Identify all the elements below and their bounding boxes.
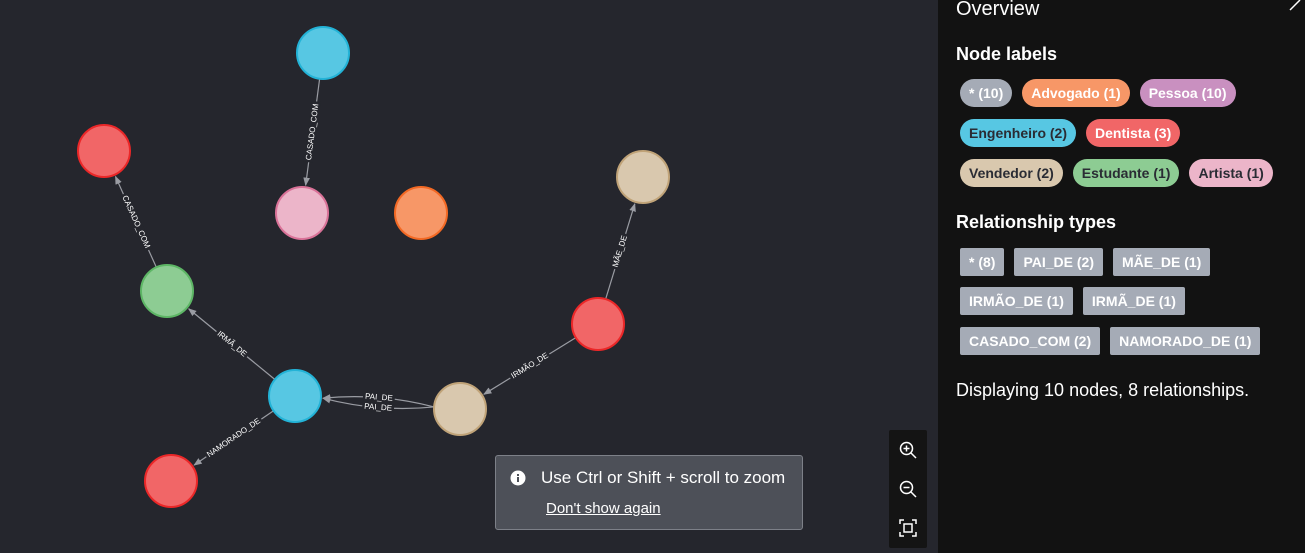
relationship-label: IRMÃO_DE <box>509 351 549 381</box>
node-labels-row-1: * (10) Advogado (1) Pessoa (10) <box>960 79 1236 107</box>
relationship-type-chip[interactable]: CASADO_COM (2) <box>960 327 1101 355</box>
relationship-label: NAMORADO_DE <box>205 416 262 459</box>
relationship-label: CASADO_COM <box>304 103 320 161</box>
relationship-label: CASADO_COM <box>120 194 152 250</box>
relationship[interactable]: PAI_DE <box>322 396 435 413</box>
relationship[interactable]: IRMÃ_DE <box>187 308 276 380</box>
node-label-chip[interactable]: Vendedor (2) <box>960 159 1063 187</box>
rel-types-row-3: CASADO_COM (2) NAMORADO_DE (1) <box>960 327 1261 355</box>
relationship-type-chip[interactable]: * (8) <box>960 248 1005 276</box>
zoom-in-icon[interactable] <box>898 440 918 460</box>
toast-message: Use Ctrl or Shift + scroll to zoom <box>541 468 786 487</box>
node-label-chip[interactable]: * (10) <box>960 79 1013 107</box>
relationship-label: PAI_DE <box>364 402 392 413</box>
relationship[interactable]: MÃE_DE <box>605 202 636 300</box>
relationship[interactable]: IRMÃO_DE <box>483 337 577 395</box>
node-label-chip[interactable]: Dentista (3) <box>1086 119 1181 147</box>
graph-node[interactable] <box>394 186 448 240</box>
node-label-chip[interactable]: Estudante (1) <box>1072 159 1180 187</box>
overview-sidebar: Overview Node labels * (10) Advogado (1)… <box>938 0 1305 553</box>
rel-types-row-1: * (8) PAI_DE (2) MÃE_DE (1) <box>960 248 1211 276</box>
relationship-label: IRMÃ_DE <box>215 329 248 359</box>
graph-node[interactable] <box>616 150 670 204</box>
relationship-type-chip[interactable]: IRMÃ_DE (1) <box>1082 287 1185 315</box>
relationship-label-background <box>361 401 395 413</box>
relationship-type-chip[interactable]: MÃE_DE (1) <box>1113 248 1211 276</box>
graph-node[interactable] <box>144 454 198 508</box>
node-label-chip[interactable]: Engenheiro (2) <box>960 119 1077 147</box>
relationship[interactable]: PAI_DE <box>322 391 435 408</box>
zoom-out-icon[interactable] <box>898 479 918 499</box>
relationship-label: MÃE_DE <box>611 234 629 268</box>
dont-show-again-link[interactable]: Don't show again <box>546 500 661 517</box>
relationship-label-background <box>610 232 630 271</box>
relationship-types-title: Relationship types <box>956 212 1117 232</box>
graph-summary: Displaying 10 nodes, 8 relationships. <box>956 380 1250 400</box>
graph-node[interactable] <box>296 26 350 80</box>
relationship-type-chip[interactable]: PAI_DE (2) <box>1014 248 1103 276</box>
overview-title: Overview <box>956 0 1040 20</box>
rel-types-row-2: IRMÃO_DE (1) IRMÃ_DE (1) <box>960 287 1185 315</box>
zoom-controls <box>889 430 927 548</box>
relationship-label-background <box>213 327 251 360</box>
relationship-label-background <box>362 391 396 403</box>
graph-node[interactable] <box>571 297 625 351</box>
graph-node[interactable] <box>433 382 487 436</box>
node-label-chip[interactable]: Advogado (1) <box>1022 79 1130 107</box>
relationship[interactable]: CASADO_COM <box>114 175 157 268</box>
graph-canvas[interactable]: CASADO_COM CASADO_COM MÃE_DE IRMÃO_DE IRMÃ_D… <box>0 0 938 553</box>
info-icon <box>510 470 526 486</box>
zoom-hint-toast: Use Ctrl or Shift + scroll to zoom Don't… <box>495 455 803 530</box>
relationship-label-background <box>507 349 552 382</box>
node-labels-row-2: Engenheiro (2) Dentista (3) <box>960 119 1181 147</box>
node-labels-row-3: Vendedor (2) Estudante (1) Artista (1) <box>960 159 1273 187</box>
relationship-label-background <box>203 415 264 461</box>
relationship[interactable]: NAMORADO_DE <box>193 410 274 466</box>
relationship-label-background <box>303 100 321 163</box>
node-label-chip[interactable]: Pessoa (10) <box>1139 79 1236 107</box>
relationship-type-chip[interactable]: NAMORADO_DE (1) <box>1110 327 1261 355</box>
relationship[interactable]: CASADO_COM <box>303 78 321 187</box>
relationship-label-background <box>119 192 154 252</box>
graph-node[interactable] <box>140 264 194 318</box>
graph-node[interactable] <box>268 369 322 423</box>
node-label-chip[interactable]: Artista (1) <box>1189 159 1273 187</box>
relationship-label: PAI_DE <box>365 392 393 403</box>
node-labels-title: Node labels <box>956 44 1058 64</box>
fit-to-screen-icon[interactable] <box>898 518 918 538</box>
graph-node[interactable] <box>77 124 131 178</box>
graph-node[interactable] <box>275 186 329 240</box>
expand-icon[interactable] <box>1288 0 1302 12</box>
relationship-type-chip[interactable]: IRMÃO_DE (1) <box>960 287 1073 315</box>
graph-visualization[interactable]: CASADO_COM CASADO_COM MÃE_DE IRMÃO_DE IRMÃ_D… <box>0 0 938 553</box>
